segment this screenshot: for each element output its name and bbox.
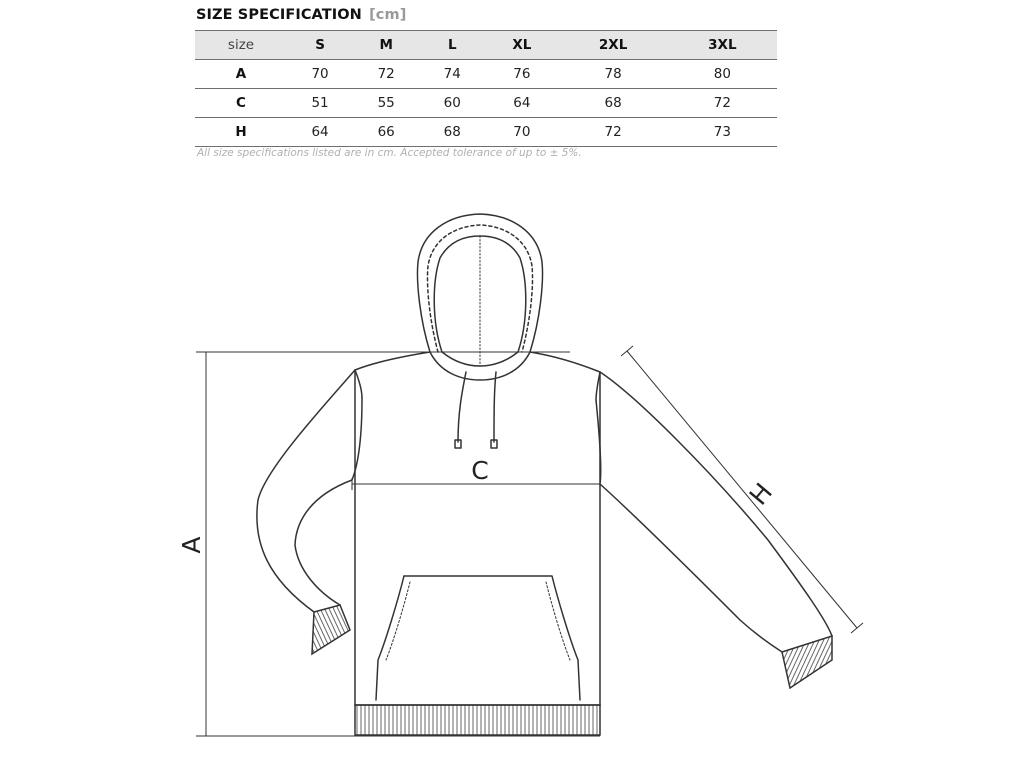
row-label-a: A [195,59,287,89]
heading-unit: [cm] [369,7,407,23]
size-column-header: 3XL [667,30,777,60]
size-specification-heading: SIZE SPECIFICATION [cm] [196,7,406,23]
row-label-h: H [195,117,287,147]
table-cell: 78 [558,59,668,89]
table-cell: 55 [353,88,420,118]
table-cell: 72 [353,59,420,89]
table-cell: 68 [419,117,486,147]
hem-ribbing [354,704,601,736]
table-row: A 70 72 74 76 78 80 [195,59,777,89]
table-cell: 70 [287,59,354,89]
table-cell: 51 [287,88,354,118]
size-column-header: S [287,30,354,60]
table-cell: 74 [419,59,486,89]
table-cell: 64 [485,88,559,118]
table-cell: 80 [667,59,777,89]
size-table: size S M L XL 2XL 3XL A 70 72 74 76 78 8… [195,30,777,147]
size-column-header: L [419,30,486,60]
table-cell: 72 [558,117,668,147]
size-column-header: XL [485,30,559,60]
row-label-c: C [195,88,287,118]
table-cell: 72 [667,88,777,118]
dimension-label-h: H [744,478,778,511]
size-column-header: M [353,30,420,60]
table-row: H 64 66 68 70 72 73 [195,117,777,147]
table-cell: 66 [353,117,420,147]
left-cuff-ribbing [311,604,351,656]
heading-title: SIZE SPECIFICATION [196,7,362,23]
size-column-header: 2XL [558,30,668,60]
dimension-label-c: C [471,456,488,485]
table-cell: 64 [287,117,354,147]
tolerance-note: All size specifications listed are in cm… [197,147,582,159]
table-cell: 76 [485,59,559,89]
table-cell: 68 [558,88,668,118]
right-cuff-ribbing [781,634,833,690]
table-cell: 73 [667,117,777,147]
table-row: C 51 55 60 64 68 72 [195,88,777,118]
dimension-label-a: A [177,536,206,553]
table-cell: 60 [419,88,486,118]
size-header-cell: size [195,30,287,60]
table-cell: 70 [485,117,559,147]
dimension-lines [196,345,864,737]
size-table-header-row: size S M L XL 2XL 3XL [195,30,777,60]
